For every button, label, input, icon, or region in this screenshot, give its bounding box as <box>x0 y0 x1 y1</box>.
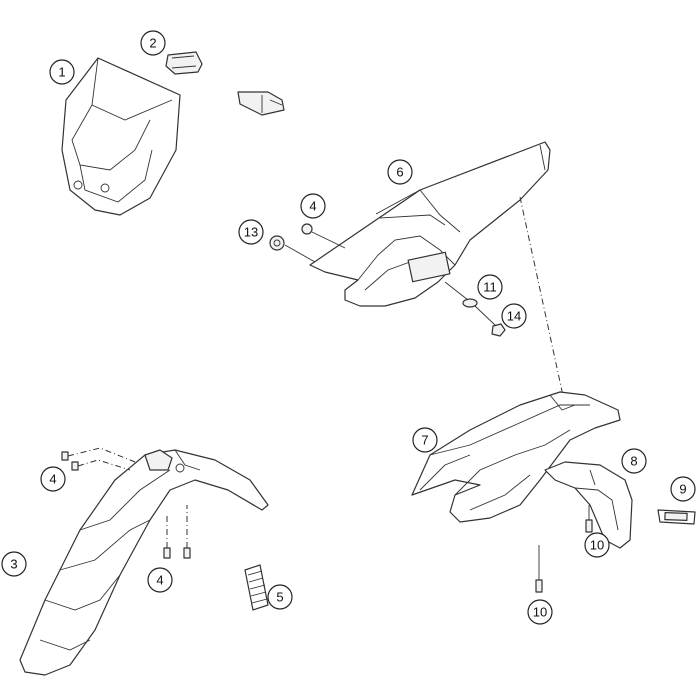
callout-8: 8 <box>621 448 647 474</box>
callout-label-11: 11 <box>483 280 497 295</box>
callout-2: 2 <box>140 30 166 56</box>
callout-4-upper: 4 <box>300 193 326 219</box>
callout-13: 13 <box>238 219 264 245</box>
callout-5: 5 <box>267 584 293 610</box>
callout-10-right: 10 <box>584 532 610 558</box>
hardware-lower-right <box>535 505 593 593</box>
callout-1: 1 <box>49 59 75 85</box>
callout-label-2: 2 <box>149 36 156 51</box>
callout-label-8: 8 <box>630 454 637 469</box>
hardware-upper <box>269 223 506 337</box>
part-reflector <box>657 509 696 525</box>
callout-4-lower: 4 <box>147 567 173 593</box>
callout-label-4-lower: 4 <box>156 573 163 588</box>
callout-11: 11 <box>477 274 503 300</box>
callout-label-10-bottom: 10 <box>533 605 547 620</box>
callout-label-7: 7 <box>421 433 428 448</box>
callout-14: 14 <box>501 303 527 329</box>
part-front-fender <box>19 449 269 676</box>
part-headlight-mask <box>61 57 181 216</box>
callout-label-1: 1 <box>58 65 65 80</box>
callout-9: 9 <box>670 476 696 502</box>
callout-4-left: 4 <box>40 466 66 492</box>
callout-7: 7 <box>412 427 438 453</box>
callout-label-6: 6 <box>396 165 403 180</box>
callout-label-4-left: 4 <box>49 472 56 487</box>
callout-label-13: 13 <box>244 225 258 240</box>
callout-10-bottom: 10 <box>527 599 553 625</box>
part-license-holder <box>544 461 633 549</box>
part-side-panel <box>411 391 621 523</box>
callout-3: 3 <box>1 551 27 577</box>
callout-label-3: 3 <box>10 557 17 572</box>
part-headlight-holder <box>165 51 285 116</box>
callout-label-14: 14 <box>507 309 521 324</box>
callout-label-5: 5 <box>276 590 283 605</box>
alignment-line <box>519 196 566 406</box>
callout-6: 6 <box>387 159 413 185</box>
part-rear-fender-top <box>309 141 551 307</box>
callout-label-9: 9 <box>679 482 686 497</box>
hardware-front-fender <box>61 447 191 559</box>
part-decal <box>244 564 269 611</box>
callout-label-10-right: 10 <box>590 538 604 553</box>
callout-label-4-upper: 4 <box>309 199 316 214</box>
